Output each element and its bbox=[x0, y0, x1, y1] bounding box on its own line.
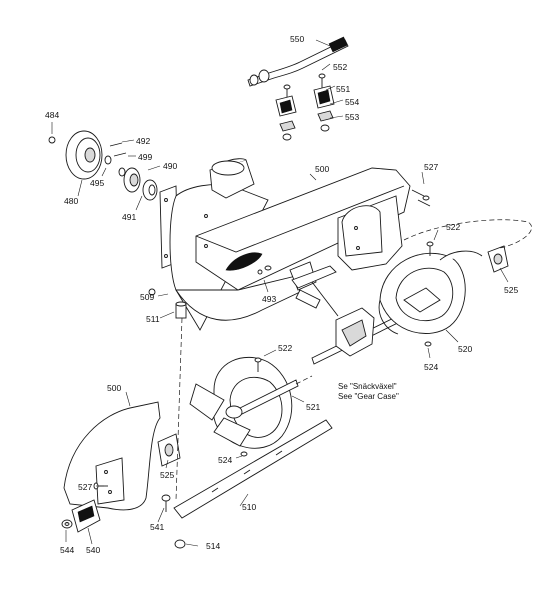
right-auger bbox=[378, 250, 483, 335]
left-side-plate bbox=[63, 401, 161, 511]
chute-clip-right bbox=[313, 73, 335, 132]
label-522-top: 522 bbox=[446, 222, 460, 232]
label-521: 521 bbox=[306, 402, 320, 412]
label-480: 480 bbox=[64, 196, 78, 206]
label-500-top: 500 bbox=[315, 164, 329, 174]
label-525-left: 525 bbox=[160, 470, 174, 480]
label-527-left: 527 bbox=[78, 482, 92, 492]
fasteners bbox=[93, 189, 434, 549]
label-550: 550 bbox=[290, 34, 304, 44]
label-491: 491 bbox=[122, 212, 136, 222]
label-509: 509 bbox=[140, 292, 154, 302]
label-524-right: 524 bbox=[424, 362, 438, 372]
left-end-bearing bbox=[157, 433, 181, 467]
label-553: 553 bbox=[345, 112, 359, 122]
left-auger bbox=[189, 357, 299, 449]
pulley-assembly bbox=[48, 130, 158, 201]
leader-lines bbox=[51, 39, 509, 547]
label-490: 490 bbox=[163, 161, 177, 171]
skid-shoe bbox=[61, 499, 101, 533]
label-493: 493 bbox=[262, 294, 276, 304]
housing-outline-dashed bbox=[403, 219, 532, 249]
right-end-bearing bbox=[487, 245, 509, 273]
label-495: 495 bbox=[90, 178, 104, 188]
label-554: 554 bbox=[345, 97, 359, 107]
shaft-centerline bbox=[175, 317, 183, 501]
label-540: 540 bbox=[86, 545, 100, 555]
label-500-left: 500 bbox=[107, 383, 121, 393]
scraper-bar bbox=[173, 419, 333, 519]
label-525-right: 525 bbox=[504, 285, 518, 295]
auger-housing bbox=[159, 158, 411, 331]
label-514: 514 bbox=[206, 541, 220, 551]
chute-crank-rod bbox=[247, 36, 349, 87]
gear-case-note-english: See "Gear Case" bbox=[338, 392, 399, 401]
label-527-top: 527 bbox=[424, 162, 438, 172]
label-510: 510 bbox=[242, 502, 256, 512]
auger-shaft-and-gear-case bbox=[289, 261, 413, 365]
auger-centerline bbox=[295, 375, 313, 385]
label-524-mid: 524 bbox=[218, 455, 232, 465]
label-492: 492 bbox=[136, 136, 150, 146]
chute-clip-left bbox=[275, 84, 297, 141]
housing-bearing bbox=[148, 288, 187, 319]
label-520: 520 bbox=[458, 344, 472, 354]
label-552: 552 bbox=[333, 62, 347, 72]
label-541: 541 bbox=[150, 522, 164, 532]
gear-case-note-swedish: Se "Snäckväxel" bbox=[338, 382, 397, 391]
label-499: 499 bbox=[138, 152, 152, 162]
label-544: 544 bbox=[60, 545, 74, 555]
label-511: 511 bbox=[146, 314, 160, 324]
label-484: 484 bbox=[45, 110, 59, 120]
label-522-mid: 522 bbox=[278, 343, 292, 353]
label-551: 551 bbox=[336, 84, 350, 94]
